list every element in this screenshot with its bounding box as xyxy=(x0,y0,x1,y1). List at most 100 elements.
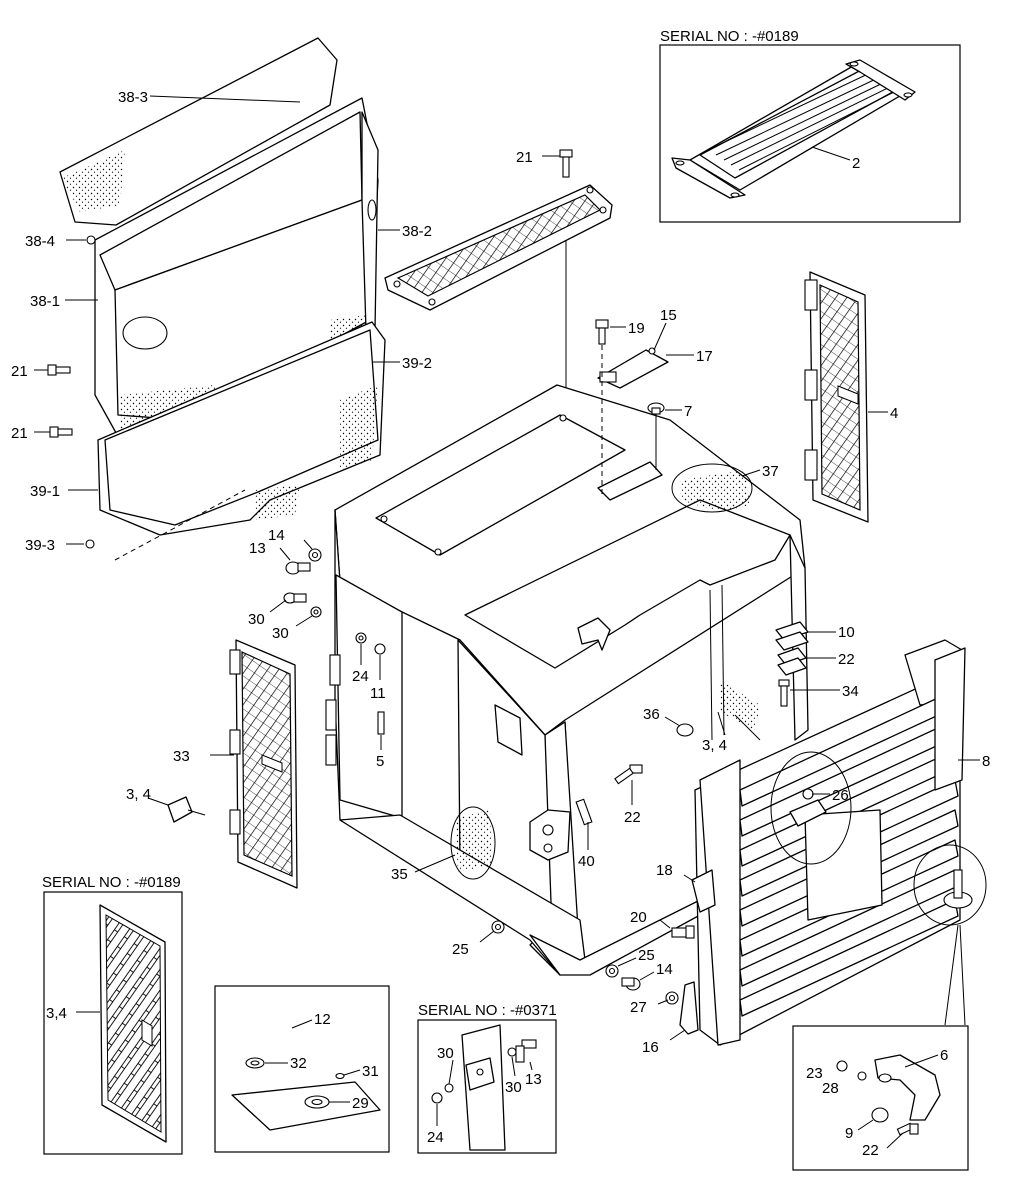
bolt-14-b xyxy=(621,977,641,991)
cab-body xyxy=(325,384,809,976)
callout-30-d: 30 xyxy=(505,1079,522,1096)
callout-8: 5 xyxy=(376,753,384,770)
callout-16: 16 xyxy=(642,1039,659,1056)
callout-30-a: 30 xyxy=(272,625,289,642)
callout-31: 31 xyxy=(362,1063,379,1080)
serial-box-bottom-left: SERIAL NO : -#0189 xyxy=(42,874,183,1155)
callout-39-3: 39-3 xyxy=(25,537,55,554)
callout-18: 18 xyxy=(656,862,673,879)
callout-25-c: 25 xyxy=(638,947,655,964)
washer-25-b xyxy=(491,920,505,934)
callout-29: 29 xyxy=(352,1095,369,1112)
patch-35-outline xyxy=(450,806,496,880)
detail-box-lever-6 xyxy=(792,1025,969,1171)
bracket-26 xyxy=(789,788,827,827)
callout-39-1: 39-1 xyxy=(30,483,60,500)
washer-30-b xyxy=(355,632,367,644)
callout-26: 26 xyxy=(832,787,849,804)
front-grille-5 xyxy=(694,639,966,1046)
callout-25-b: 25 xyxy=(452,941,469,958)
bolt-21-c xyxy=(559,149,573,178)
callout-22-b: 22 xyxy=(624,809,641,826)
nut-24-a xyxy=(374,643,386,655)
handle-16 xyxy=(679,981,699,1035)
serial-box-bottom-middle: SERIAL NO : -#0371 xyxy=(417,1002,557,1154)
callout-23: 23 xyxy=(806,1065,823,1082)
plug-7 xyxy=(647,402,665,415)
callout-11: 10 xyxy=(838,624,855,641)
tray-part-2 xyxy=(671,59,916,199)
callout-3-4-b: 3,4 xyxy=(46,1005,67,1022)
callout-24-b: 24 xyxy=(427,1129,444,1146)
latch-11-10 xyxy=(775,621,809,676)
callout-2: 2 xyxy=(852,155,860,172)
callout-21-a: 21 xyxy=(11,363,28,380)
detail-box-handle-12 xyxy=(214,985,390,1153)
callout-40: 40 xyxy=(578,853,595,870)
callout-13-a: 30 xyxy=(248,611,265,628)
washer-25-a xyxy=(308,548,322,562)
callout-13-b: 13 xyxy=(525,1071,542,1088)
callout-36: 3, 4 xyxy=(702,737,727,754)
bolt-19 xyxy=(595,319,609,345)
duct-assembly-39 xyxy=(97,321,386,561)
callout-33: 3, 4 xyxy=(126,786,151,803)
callout-15: 15 xyxy=(660,307,677,324)
callout-25-a: 14 xyxy=(268,527,285,544)
serial-label: SERIAL NO : -#0189 xyxy=(42,874,181,891)
callout-5: 8 xyxy=(982,753,990,770)
washer-30-a xyxy=(310,606,322,618)
detail-26-outline xyxy=(770,751,852,865)
callout-22-c: 22 xyxy=(862,1142,879,1159)
bolt-14-a xyxy=(285,561,311,575)
callout-20: 20 xyxy=(630,909,647,926)
patch-37-outline xyxy=(671,463,753,513)
bolt-22-c xyxy=(896,1122,919,1136)
callout-24-a: 11 xyxy=(370,685,386,702)
callout-32: 32 xyxy=(290,1055,307,1072)
top-mesh-grille xyxy=(384,184,613,311)
bolt-21-b xyxy=(49,426,73,438)
callout-28: 28 xyxy=(822,1080,839,1097)
callout-7: 7 xyxy=(684,403,692,420)
latch-33 xyxy=(167,796,206,823)
bolt-22-a xyxy=(778,679,790,707)
side-panel-3-4 xyxy=(229,639,298,889)
serial-label: SERIAL NO : -#0371 xyxy=(418,1002,557,1019)
callout-17: 17 xyxy=(696,348,713,365)
right-mesh-panel-4 xyxy=(804,271,869,523)
washer-25-c xyxy=(605,964,619,978)
callout-27: 27 xyxy=(630,999,647,1016)
bolt-20 xyxy=(671,925,695,939)
callout-10: 22 xyxy=(838,651,855,668)
callout-9: 9 xyxy=(845,1125,853,1142)
callout-38-3: 38-3 xyxy=(118,89,148,106)
callout-3-4-a: 33 xyxy=(173,748,190,765)
hatch-plate-17 xyxy=(597,347,669,389)
callout-21-b: 21 xyxy=(11,425,28,442)
lever-6-on-grille xyxy=(943,869,973,909)
callout-38-4: 38-4 xyxy=(25,233,55,250)
bolt-13-b xyxy=(515,1039,537,1063)
callout-37: 37 xyxy=(762,463,779,480)
bracket-18 xyxy=(691,869,716,913)
callout-19: 19 xyxy=(628,320,645,337)
callout-35: 35 xyxy=(391,866,408,883)
detail-6-outline xyxy=(913,844,987,926)
callout-39-2: 39-2 xyxy=(402,355,432,372)
callout-14-b: 14 xyxy=(656,961,673,978)
pin-8 xyxy=(377,711,385,735)
bolt-21-a xyxy=(47,364,71,376)
callout-30-c: 30 xyxy=(437,1045,454,1062)
bolt-13-a xyxy=(283,592,307,604)
washer-27 xyxy=(665,991,679,1005)
plug-34 xyxy=(676,723,694,737)
grille-bars xyxy=(739,689,959,1017)
callout-21-c: 21 xyxy=(516,149,533,166)
callout-12: 12 xyxy=(314,1011,331,1028)
callout-6: 6 xyxy=(940,1047,948,1064)
bolt-22-b xyxy=(614,764,643,785)
callout-38-2: 38-2 xyxy=(402,223,432,240)
callout-38-1: 38-1 xyxy=(30,293,60,310)
